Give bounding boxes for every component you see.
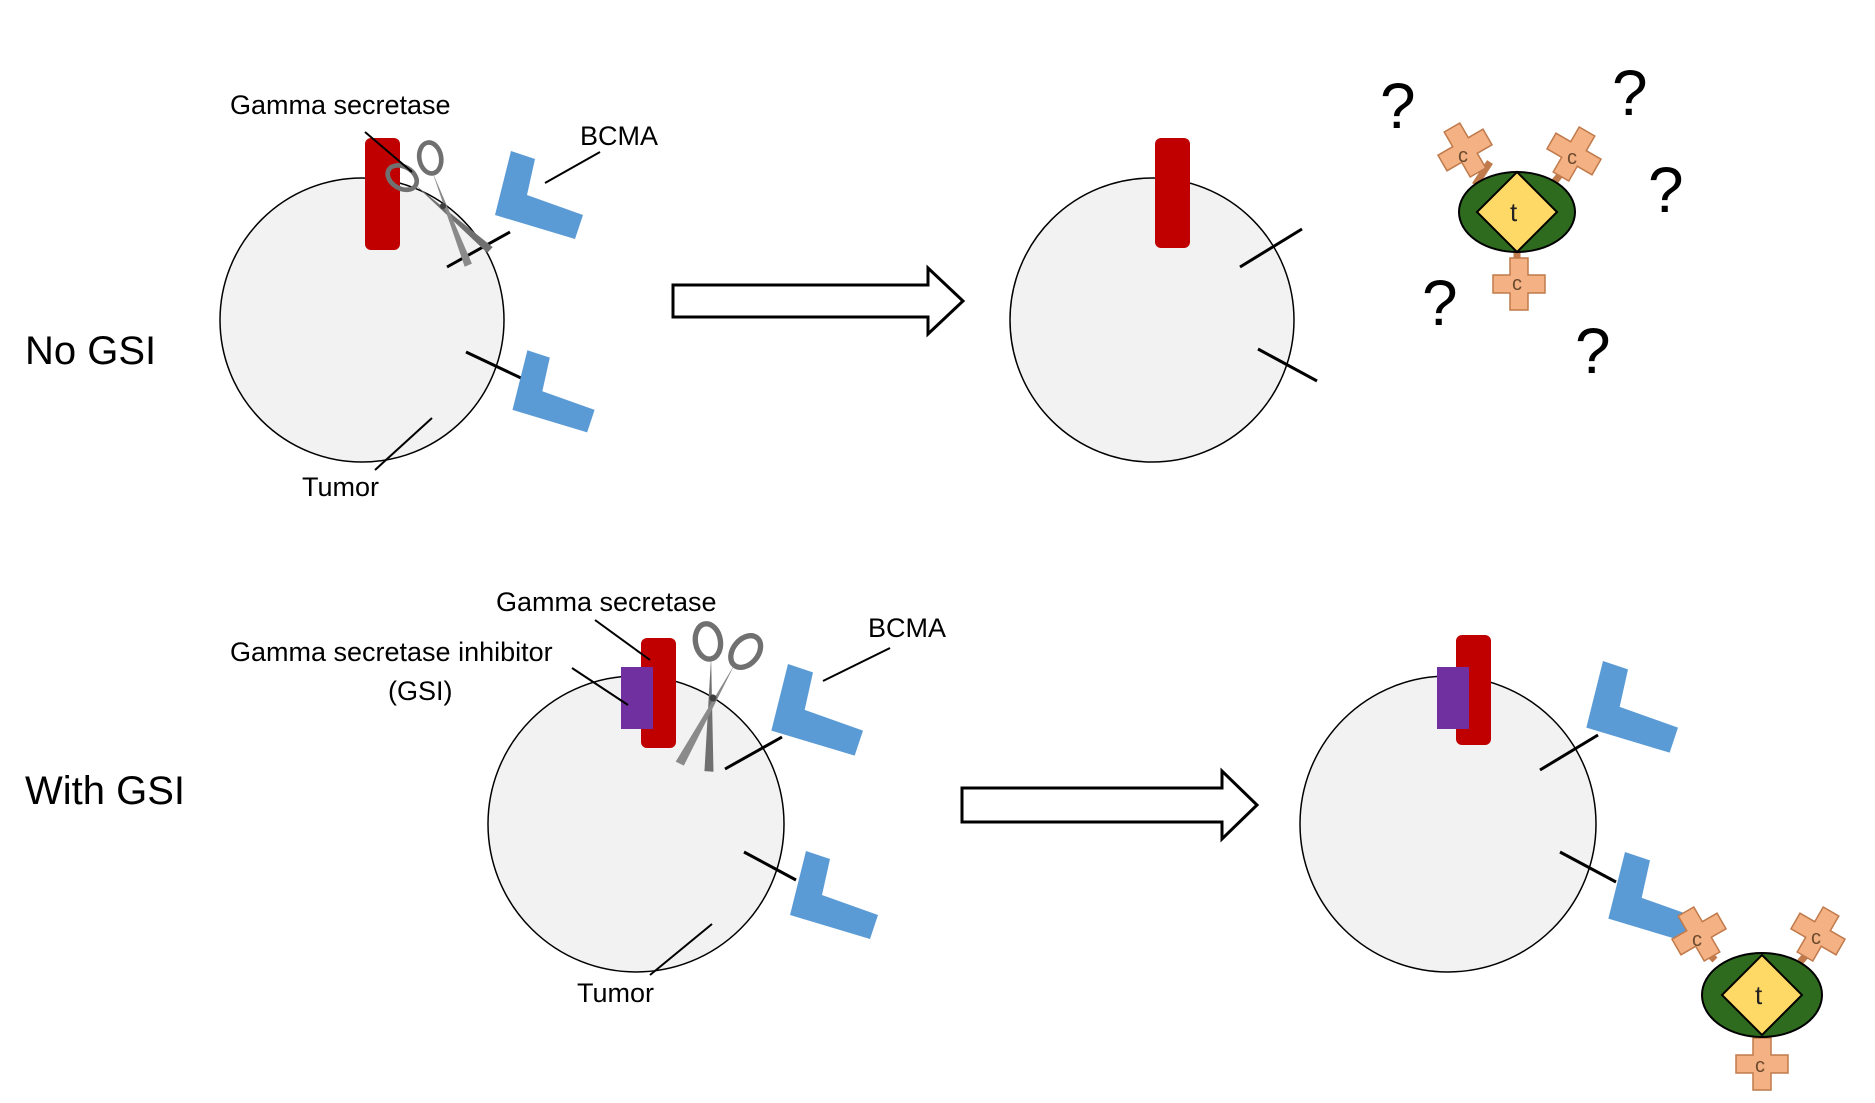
gsi-label-line1: Gamma secretase inhibitor [230, 637, 553, 667]
svg-text:c: c [1458, 145, 1468, 167]
cleaved-bcma-stub [1239, 227, 1303, 269]
gamma-secretase-label: Gamma secretase [230, 90, 451, 120]
question-mark: ? [1380, 70, 1416, 142]
svg-text:c: c [1512, 273, 1522, 295]
drug-molecule-bound: c c c t [1662, 897, 1855, 1091]
bcma-stalk [743, 850, 797, 882]
bcma-receptor [771, 664, 863, 756]
tumor-cell-no-gsi-after [1009, 177, 1295, 463]
drug-molecule-free: c c c t [1428, 113, 1611, 311]
gsi-inhibitor-after [1437, 667, 1469, 729]
cleaved-bcma-stub [1257, 347, 1318, 383]
with-gsi-label: With GSI [25, 769, 185, 813]
bcma-stalk [1559, 850, 1617, 884]
bcma-receptor [495, 151, 583, 239]
arrow-right [960, 767, 1260, 843]
tumor-cell-no-gsi [219, 177, 505, 463]
gamma-secretase-label: Gamma secretase [496, 587, 717, 617]
svg-text:c: c [1692, 929, 1702, 951]
question-mark: ? [1422, 267, 1458, 339]
svg-text:c: c [1567, 147, 1577, 169]
bcma-receptor [512, 350, 595, 433]
leader-line [571, 667, 629, 706]
tumor-label: Tumor [577, 978, 654, 1008]
gamma-secretase-no-gsi [365, 138, 400, 250]
question-mark: ? [1648, 154, 1684, 226]
svg-text:t: t [1510, 197, 1518, 227]
leader-line [374, 417, 433, 471]
svg-text:t: t [1755, 980, 1763, 1010]
bcma-receptor [1586, 661, 1678, 753]
bcma-stalk [1539, 733, 1599, 772]
leader-line [594, 619, 651, 661]
bcma-stalk [446, 230, 511, 269]
bcma-receptor [790, 851, 878, 939]
gsi-label-line2: (GSI) [388, 676, 453, 706]
bcma-stalk [724, 735, 783, 771]
no-gsi-label: No GSI [25, 329, 156, 373]
leader-line [364, 131, 413, 173]
svg-text:c: c [1755, 1055, 1765, 1077]
leader-line [822, 647, 891, 682]
bcma-label: BCMA [580, 121, 658, 151]
arrow-right [671, 264, 966, 338]
leader-line [544, 151, 601, 184]
leader-line [649, 923, 713, 976]
gamma-secretase-no-gsi-after [1155, 138, 1190, 248]
svg-text:c: c [1811, 927, 1821, 949]
tumor-label: Tumor [302, 472, 379, 502]
question-mark: ? [1575, 315, 1611, 387]
question-mark: ? [1612, 57, 1648, 129]
bcma-stalk [465, 350, 522, 380]
gsi-inhibitor [621, 667, 653, 729]
bcma-label: BCMA [868, 613, 946, 643]
